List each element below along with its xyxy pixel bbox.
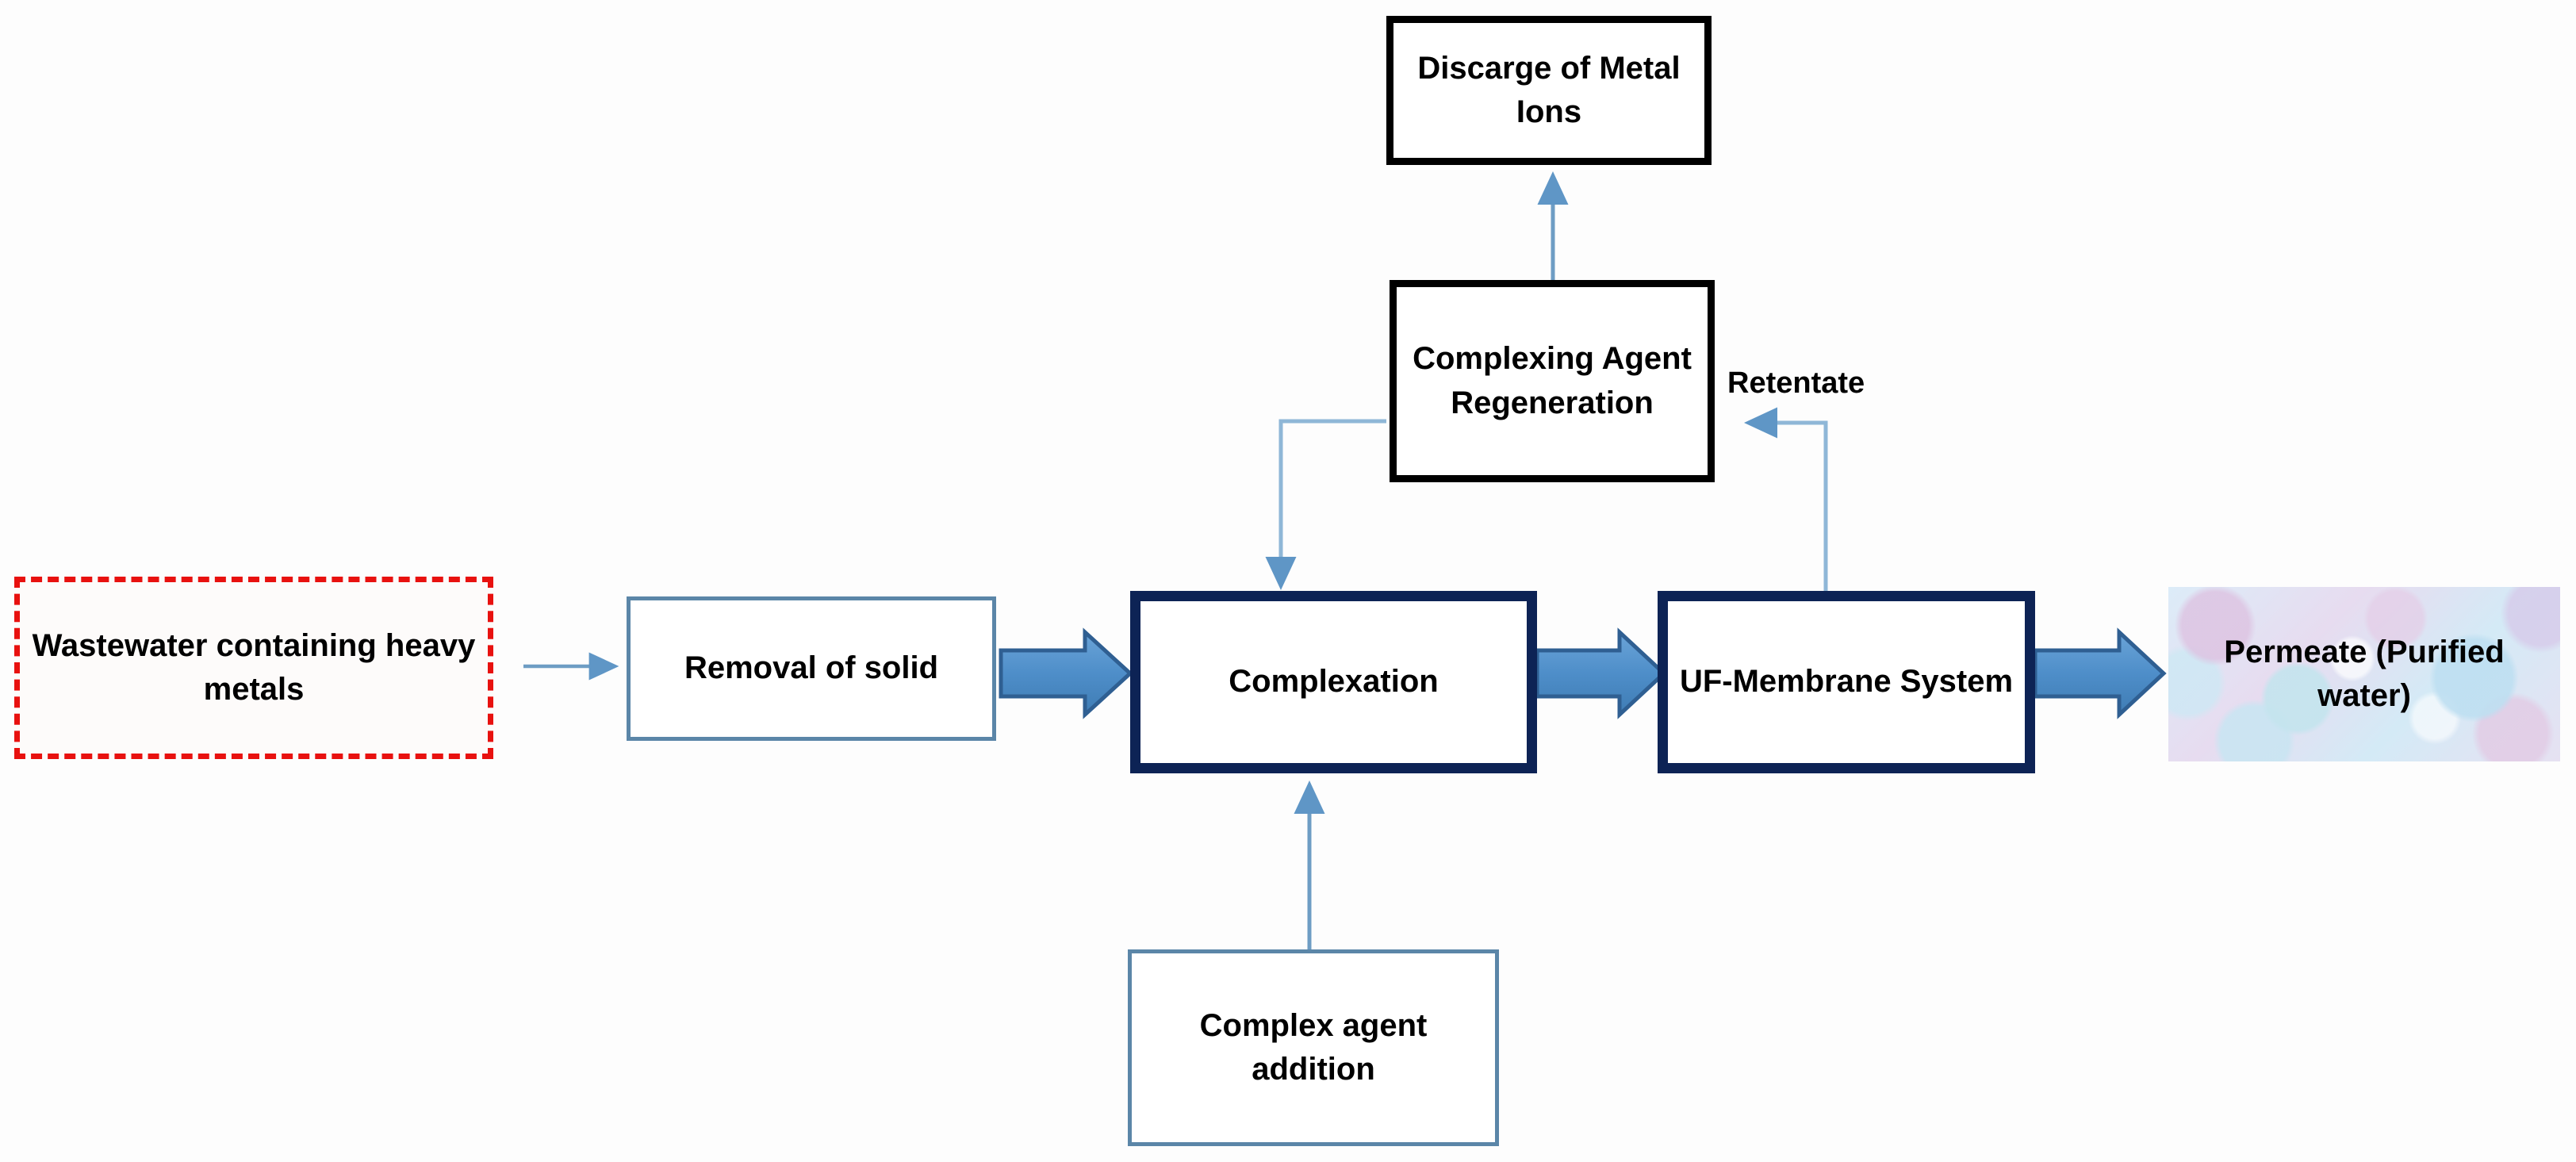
- edge-uf-to-regeneration: [1743, 407, 1828, 591]
- node-complexation[interactable]: Complexation: [1130, 591, 1537, 773]
- node-wastewater[interactable]: Wastewater containing heavy metals: [14, 577, 493, 759]
- node-uf-membrane-system-label: UF-Membrane System: [1679, 664, 2014, 700]
- node-complex-agent-addition-label: Complex agent addition: [1199, 1007, 1428, 1087]
- edge-removal-to-complexation: [999, 627, 1133, 719]
- node-complexing-agent-regeneration[interactable]: Complexing Agent Regeneration: [1390, 280, 1715, 482]
- node-wastewater-label: Wastewater containing heavy metals: [32, 627, 476, 707]
- node-discharge-metal-ions[interactable]: Discarge of Metal Ions: [1386, 16, 1712, 165]
- node-permeate[interactable]: Permeate (Purified water): [2168, 587, 2560, 761]
- node-complexation-label: Complexation: [1229, 664, 1439, 700]
- edge-uf-to-permeate: [2033, 627, 2167, 719]
- node-permeate-label: Permeate (Purified water): [2224, 634, 2505, 713]
- node-discharge-metal-ions-label: Discarge of Metal Ions: [1417, 50, 1681, 129]
- node-complex-agent-addition[interactable]: Complex agent addition: [1128, 949, 1499, 1146]
- edge-complexation-to-uf: [1535, 627, 1667, 719]
- node-uf-membrane-system[interactable]: UF-Membrane System: [1658, 591, 2035, 773]
- edge-regeneration-to-complexation: [1265, 419, 1386, 591]
- edge-label-retentate: Retentate: [1727, 366, 1865, 400]
- node-complexing-agent-regeneration-label: Complexing Agent Regeneration: [1413, 341, 1692, 420]
- node-removal-of-solid[interactable]: Removal of solid: [627, 596, 996, 741]
- node-removal-of-solid-label: Removal of solid: [684, 650, 939, 686]
